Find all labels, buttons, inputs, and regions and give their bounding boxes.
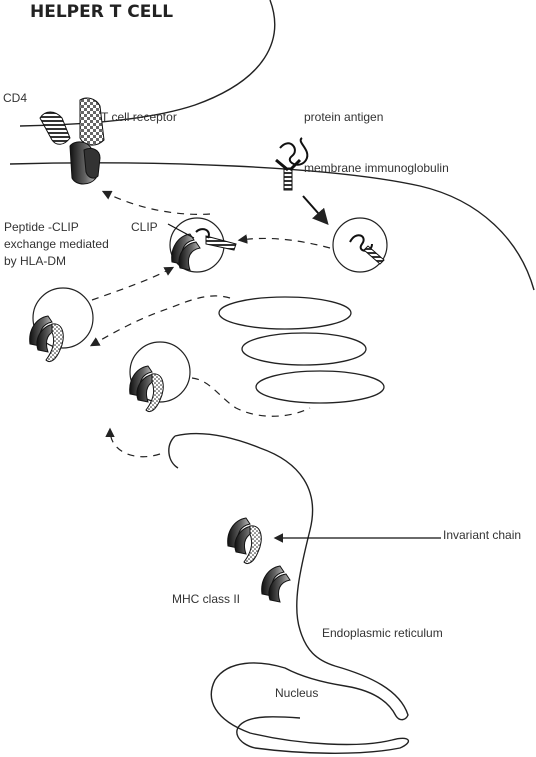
surface-presentation-path: [101, 190, 211, 215]
golgi-bypass-path: [191, 377, 311, 417]
er-to-vesicle-path: [105, 427, 161, 458]
exchange-label-line1: Peptide -CLIP: [4, 220, 79, 234]
clip-label: CLIP: [131, 220, 158, 234]
er-tip: [168, 435, 179, 469]
exchange-label-line3: by HLA-DM: [4, 254, 66, 268]
cd4-label: CD4: [3, 91, 27, 105]
er-label: Endoplasmic reticulum: [322, 626, 443, 640]
hla-dm-molecule: [195, 228, 237, 251]
internalized-antigen: [349, 234, 385, 265]
membrane-immunoglobulin: [275, 137, 309, 191]
diagram-title: HELPER T CELL: [30, 2, 173, 22]
t-cell-membrane: [19, 0, 276, 127]
t-cell-receptor-complex: [39, 97, 105, 185]
internalization-arrow: [302, 195, 329, 225]
antigen-endosome: [332, 217, 388, 273]
nucleus-label: Nucleus: [275, 686, 318, 700]
exchange-label-line2: exchange mediated: [4, 237, 109, 251]
clip-pointer: [167, 223, 195, 239]
invariant-chain-label: Invariant chain: [443, 528, 521, 542]
left-to-exchange-path: [91, 266, 175, 301]
golgi-to-left-path: [89, 295, 231, 347]
membrane-ig-label: membrane immunoglobulin: [304, 161, 449, 175]
golgi-cisterna-3: [255, 370, 385, 404]
mhc-invariant-er: [227, 517, 262, 565]
golgi-cisterna-2: [241, 332, 367, 366]
endoplasmic-reticulum: [174, 432, 410, 754]
endosome-to-exchange-path: [237, 234, 331, 249]
protein-antigen-label: protein antigen: [304, 110, 383, 124]
mhc-class-ii-label: MHC class II: [172, 592, 240, 606]
apc-membrane: [9, 162, 535, 291]
tcr-label: T cell receptor: [101, 110, 177, 124]
golgi-cisterna-1: [218, 296, 352, 330]
mhc-class-ii-er: [261, 565, 291, 603]
